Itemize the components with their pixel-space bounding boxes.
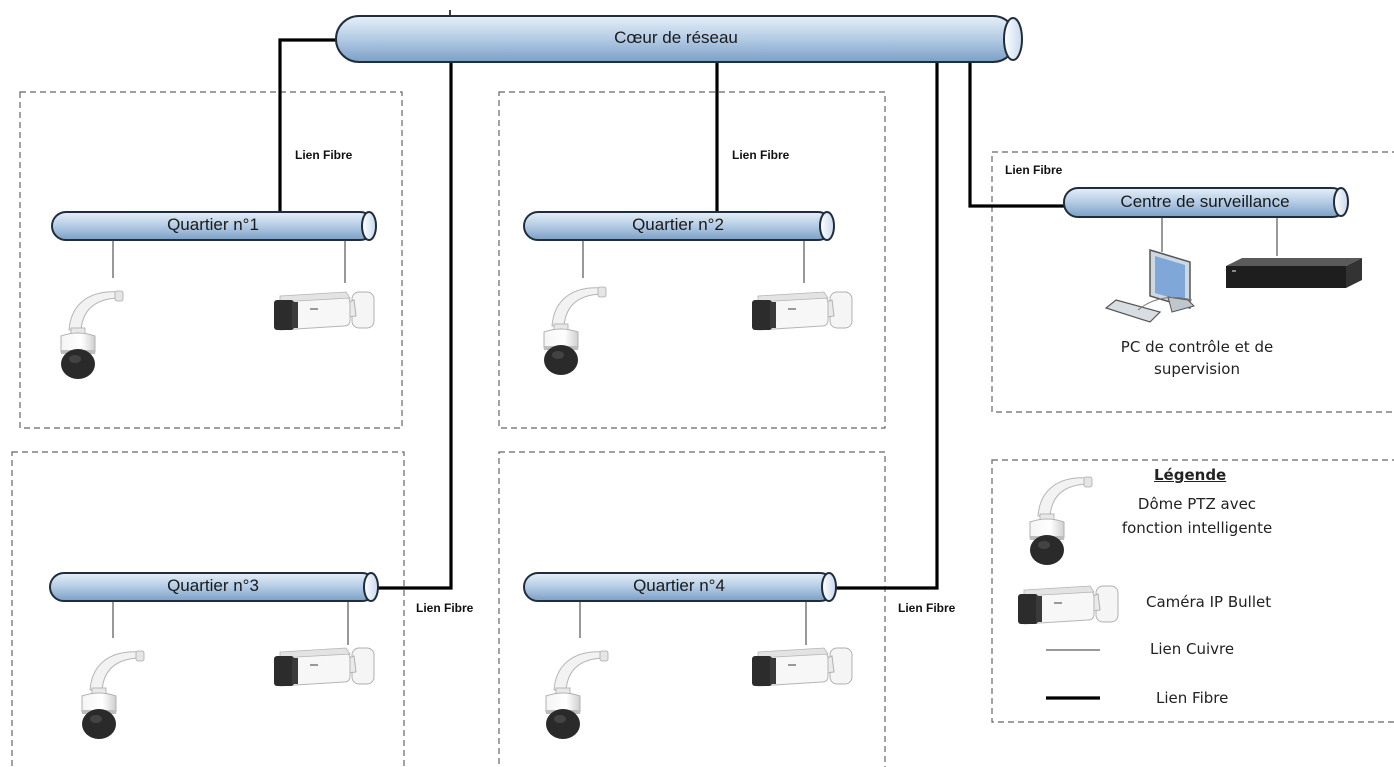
core-label: Cœur de réseau bbox=[614, 28, 738, 47]
fiber-label-district-2: Lien Fibre bbox=[732, 148, 790, 162]
district-label-3: Quartier n°3 bbox=[167, 576, 259, 595]
legend-ptz-icon bbox=[1029, 476, 1093, 566]
district-bus-2 bbox=[523, 211, 835, 241]
bullet-camera-4 bbox=[751, 647, 853, 687]
surveillance-label: Centre de surveillance bbox=[1120, 192, 1290, 211]
district-box-4 bbox=[498, 451, 886, 767]
district-bus-3 bbox=[49, 572, 379, 602]
copper-links bbox=[112, 217, 1278, 645]
surveillance-bus bbox=[1063, 187, 1349, 218]
core-bus bbox=[335, 15, 1023, 63]
legend-bullet-icon bbox=[1017, 585, 1119, 625]
pc-workstation-icon bbox=[1104, 248, 1195, 323]
surveillance-box bbox=[991, 151, 1394, 413]
district-label-1: Quartier n°1 bbox=[167, 215, 259, 234]
fiber-label-district-1: Lien Fibre bbox=[295, 148, 353, 162]
legend-ptz-text: Dôme PTZ avec fonction intelligente bbox=[1102, 492, 1292, 540]
legend-fiber-text: Lien Fibre bbox=[1156, 689, 1229, 707]
ptz-dome-camera-2 bbox=[543, 286, 607, 376]
bullet-camera-1 bbox=[273, 291, 375, 331]
legend-title: Légende bbox=[1154, 466, 1227, 484]
fiber-link-district-4 bbox=[836, 60, 939, 590]
bullet-camera-3 bbox=[273, 647, 375, 687]
district-label-4: Quartier n°4 bbox=[633, 576, 725, 595]
fiber-link-district-3 bbox=[378, 60, 453, 590]
district-box-2 bbox=[498, 91, 886, 429]
fiber-label-district-4: Lien Fibre bbox=[898, 601, 956, 615]
nvr-recorder-icon bbox=[1226, 258, 1362, 288]
legend-box bbox=[991, 459, 1394, 723]
district-label-2: Quartier n°2 bbox=[632, 215, 724, 234]
district-box-3 bbox=[11, 451, 405, 767]
pc-caption: PC de contrôle et de supervision bbox=[1092, 336, 1302, 380]
legend-bullet-text: Caméra IP Bullet bbox=[1146, 593, 1272, 611]
bullet-camera-2 bbox=[751, 291, 853, 331]
legend-ptz-line-2: fonction intelligente bbox=[1121, 519, 1273, 537]
district-bus-4 bbox=[523, 572, 837, 602]
fiber-label-district-3: Lien Fibre bbox=[416, 601, 474, 615]
fiber-link-district-1 bbox=[278, 38, 336, 212]
fiber-label-surveillance: Lien Fibre bbox=[1005, 163, 1063, 177]
fiber-link-surveillance bbox=[968, 60, 1066, 208]
legend-ptz-line-1: Dôme PTZ avec bbox=[1137, 495, 1257, 513]
legend-copper-text: Lien Cuivre bbox=[1150, 640, 1235, 658]
pc-caption-line-1: PC de contrôle et de bbox=[1120, 338, 1274, 356]
pc-caption-line-2: supervision bbox=[1154, 360, 1240, 378]
district-box-1 bbox=[19, 91, 403, 429]
fiber-links bbox=[278, 38, 1066, 590]
ptz-dome-camera-1 bbox=[60, 290, 124, 380]
ptz-dome-camera-4 bbox=[545, 650, 609, 740]
ptz-dome-camera-3 bbox=[81, 650, 145, 740]
district-bus-1 bbox=[51, 211, 377, 241]
